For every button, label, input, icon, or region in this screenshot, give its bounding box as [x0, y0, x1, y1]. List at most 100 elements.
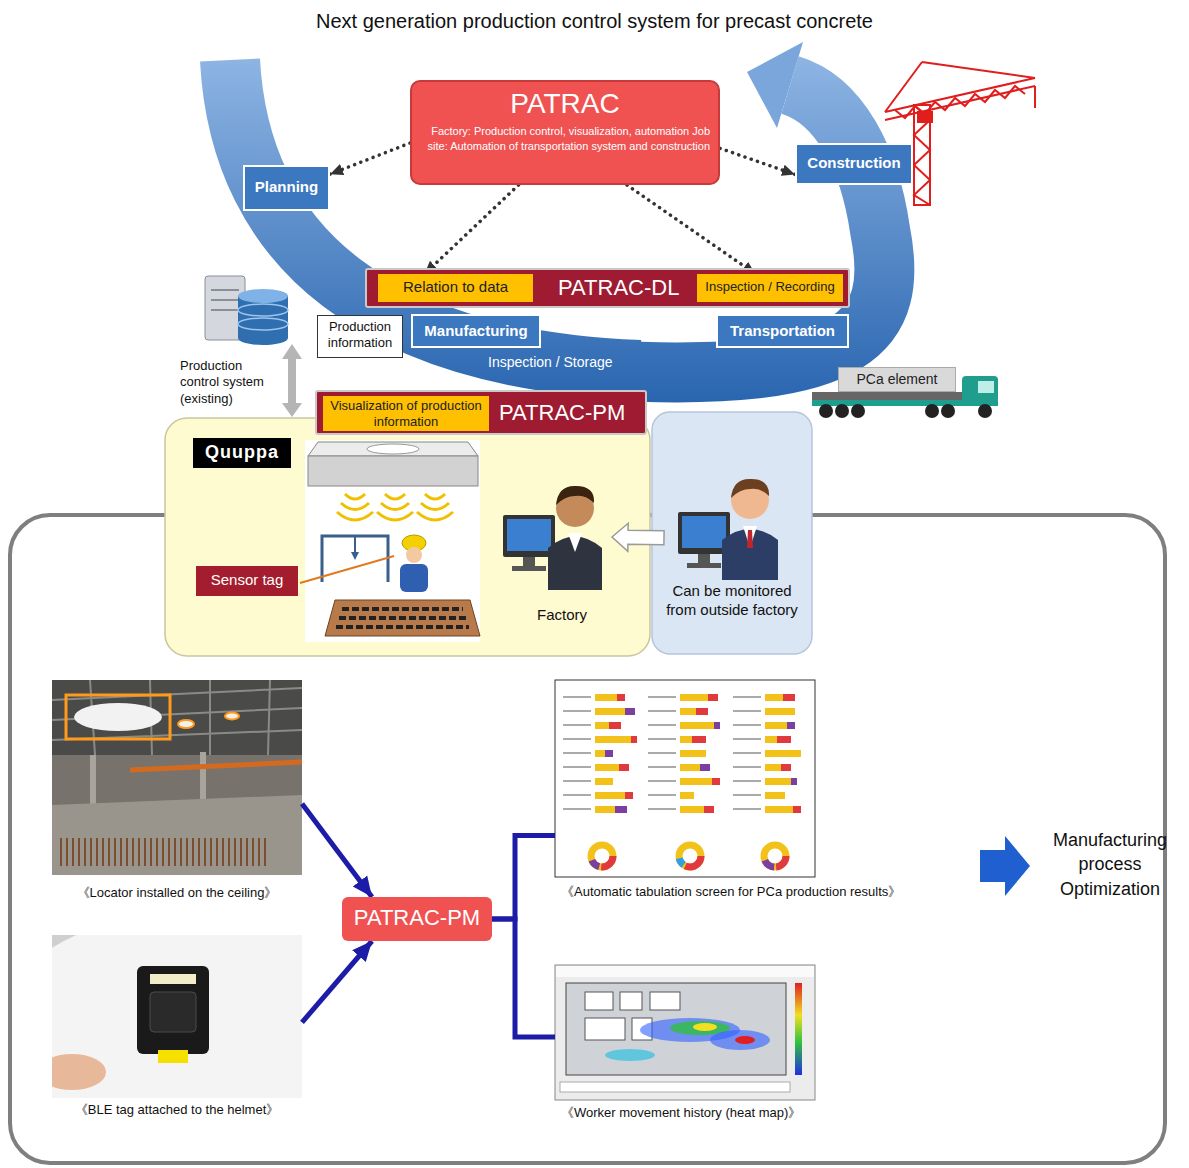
remote-operator-icon [698, 554, 710, 564]
factory-scene [337, 512, 373, 520]
node-text: Manufacturing [416, 322, 536, 339]
truck [819, 404, 833, 418]
node-text: Transportation [721, 322, 844, 339]
operator-icon [556, 486, 594, 505]
factory-scene [421, 503, 449, 510]
locator-photo [225, 713, 239, 720]
server-icon [238, 289, 288, 303]
server-icon [211, 309, 239, 311]
screenshot-panel: 《Worker movement history (heat map)》 [555, 965, 930, 1125]
factory-scene [300, 556, 394, 583]
tabulation-screenshot [764, 845, 786, 867]
tabulation-screenshot [765, 792, 785, 799]
factory-scene [367, 444, 419, 454]
tabulation-screenshot [615, 806, 627, 813]
tabulation-screenshot [595, 764, 619, 771]
cargo-box: PCa element [838, 367, 956, 392]
node-text: PATRAC-PM [345, 905, 489, 931]
tabulation-screenshot [679, 845, 701, 867]
tabulation-screenshot [793, 806, 801, 813]
remote-operator-icon [687, 563, 721, 568]
heatmap-screenshot [585, 992, 613, 1010]
operator-icon [523, 557, 535, 567]
tabulation-screenshot [787, 722, 795, 729]
node-text: Planning [248, 178, 325, 195]
tabulation-screenshot [617, 694, 625, 701]
tabulation-screenshot [680, 750, 706, 757]
tabulation-screenshot [700, 764, 710, 771]
heatmap-screenshot [556, 966, 814, 977]
tabulation-screenshot [712, 778, 720, 785]
server-icon [211, 299, 239, 301]
tower-crane [895, 86, 1025, 118]
heatmap-screenshot [555, 965, 815, 1100]
tabulation-screenshot [595, 806, 615, 813]
tabulation-screenshot [595, 694, 617, 701]
ble-tag-photo [137, 966, 209, 1054]
tabulation-screenshot [625, 708, 635, 715]
data-exchange-arrow [282, 403, 302, 417]
node-text: Sensor tag [199, 571, 295, 588]
node-text: Can be monitored from outside factory [658, 582, 806, 620]
tabulation-screenshot [765, 694, 783, 701]
tabulation-screenshot [595, 722, 609, 729]
tag-label-box: Sensor tag [196, 566, 298, 596]
locator-photo [178, 720, 194, 728]
tabulation-screenshot [680, 722, 714, 729]
server-icon [238, 318, 288, 330]
locator-photo [130, 762, 302, 770]
node-text: 《BLE tag attached to the helmet》 [52, 1101, 302, 1119]
remote-operator-icon [682, 516, 726, 548]
factory-scene [425, 494, 445, 499]
heatmap-screenshot [650, 992, 680, 1010]
logo-box: Quuppa [193, 438, 291, 468]
ble-tag-photo [52, 935, 302, 1098]
cycle-arrow [747, 42, 803, 128]
dotted-arrow [330, 143, 410, 174]
node-text: PATRAC [420, 88, 710, 120]
module-band: PATRAC-PMVisualization of production inf… [315, 390, 647, 435]
node-text: Quuppa [196, 442, 288, 463]
data-exchange-arrow [282, 344, 302, 359]
remote-panel: Can be monitored from outside factory [652, 412, 812, 654]
ble-tag-photo [52, 1054, 106, 1090]
tabulation-screenshot [591, 845, 613, 867]
feature-box: Relation to data [378, 274, 533, 302]
tabulation-screenshot [781, 764, 791, 771]
heatmap-screenshot [605, 1049, 655, 1061]
tabulation-screenshot [679, 845, 701, 867]
node-text: Factory: Production control, visualizati… [420, 124, 710, 154]
factory-scene [305, 440, 480, 642]
tabulation-screenshot [765, 806, 793, 813]
tabulation-screenshot [631, 736, 637, 743]
remote-operator-icon [722, 529, 778, 580]
remote-operator-icon [678, 479, 778, 580]
module-band: PATRAC-DLRelation to dataInspection / Re… [365, 268, 850, 308]
heatmap-screenshot [585, 1018, 625, 1040]
tabulation-screenshot [680, 778, 712, 785]
remote-operator-icon [731, 479, 769, 498]
operator-icon [512, 566, 546, 571]
bracket-line [492, 835, 555, 919]
truck [925, 404, 939, 418]
locator-photo [74, 703, 162, 731]
factory-panel [165, 418, 650, 656]
tabulation-screenshot [783, 694, 795, 701]
bracket-line [492, 919, 555, 1037]
tabulation-screenshot [765, 778, 791, 785]
phase-box: Planning [243, 165, 330, 211]
system-box: PATRAC-PM [342, 897, 492, 941]
factory-scene [336, 625, 469, 629]
remote-operator-icon [747, 530, 753, 548]
data-exchange-arrow [288, 356, 296, 406]
dotted-arrow [425, 185, 519, 274]
heatmap-screenshot [795, 983, 802, 1075]
factory-scene [337, 494, 453, 520]
tabulation-screenshot [714, 722, 720, 729]
result-arrow [980, 836, 1030, 896]
factory-scene [308, 442, 478, 456]
tabulation-screenshot [692, 736, 706, 743]
factory-scene [339, 616, 466, 620]
flow-arrow [302, 941, 372, 1022]
